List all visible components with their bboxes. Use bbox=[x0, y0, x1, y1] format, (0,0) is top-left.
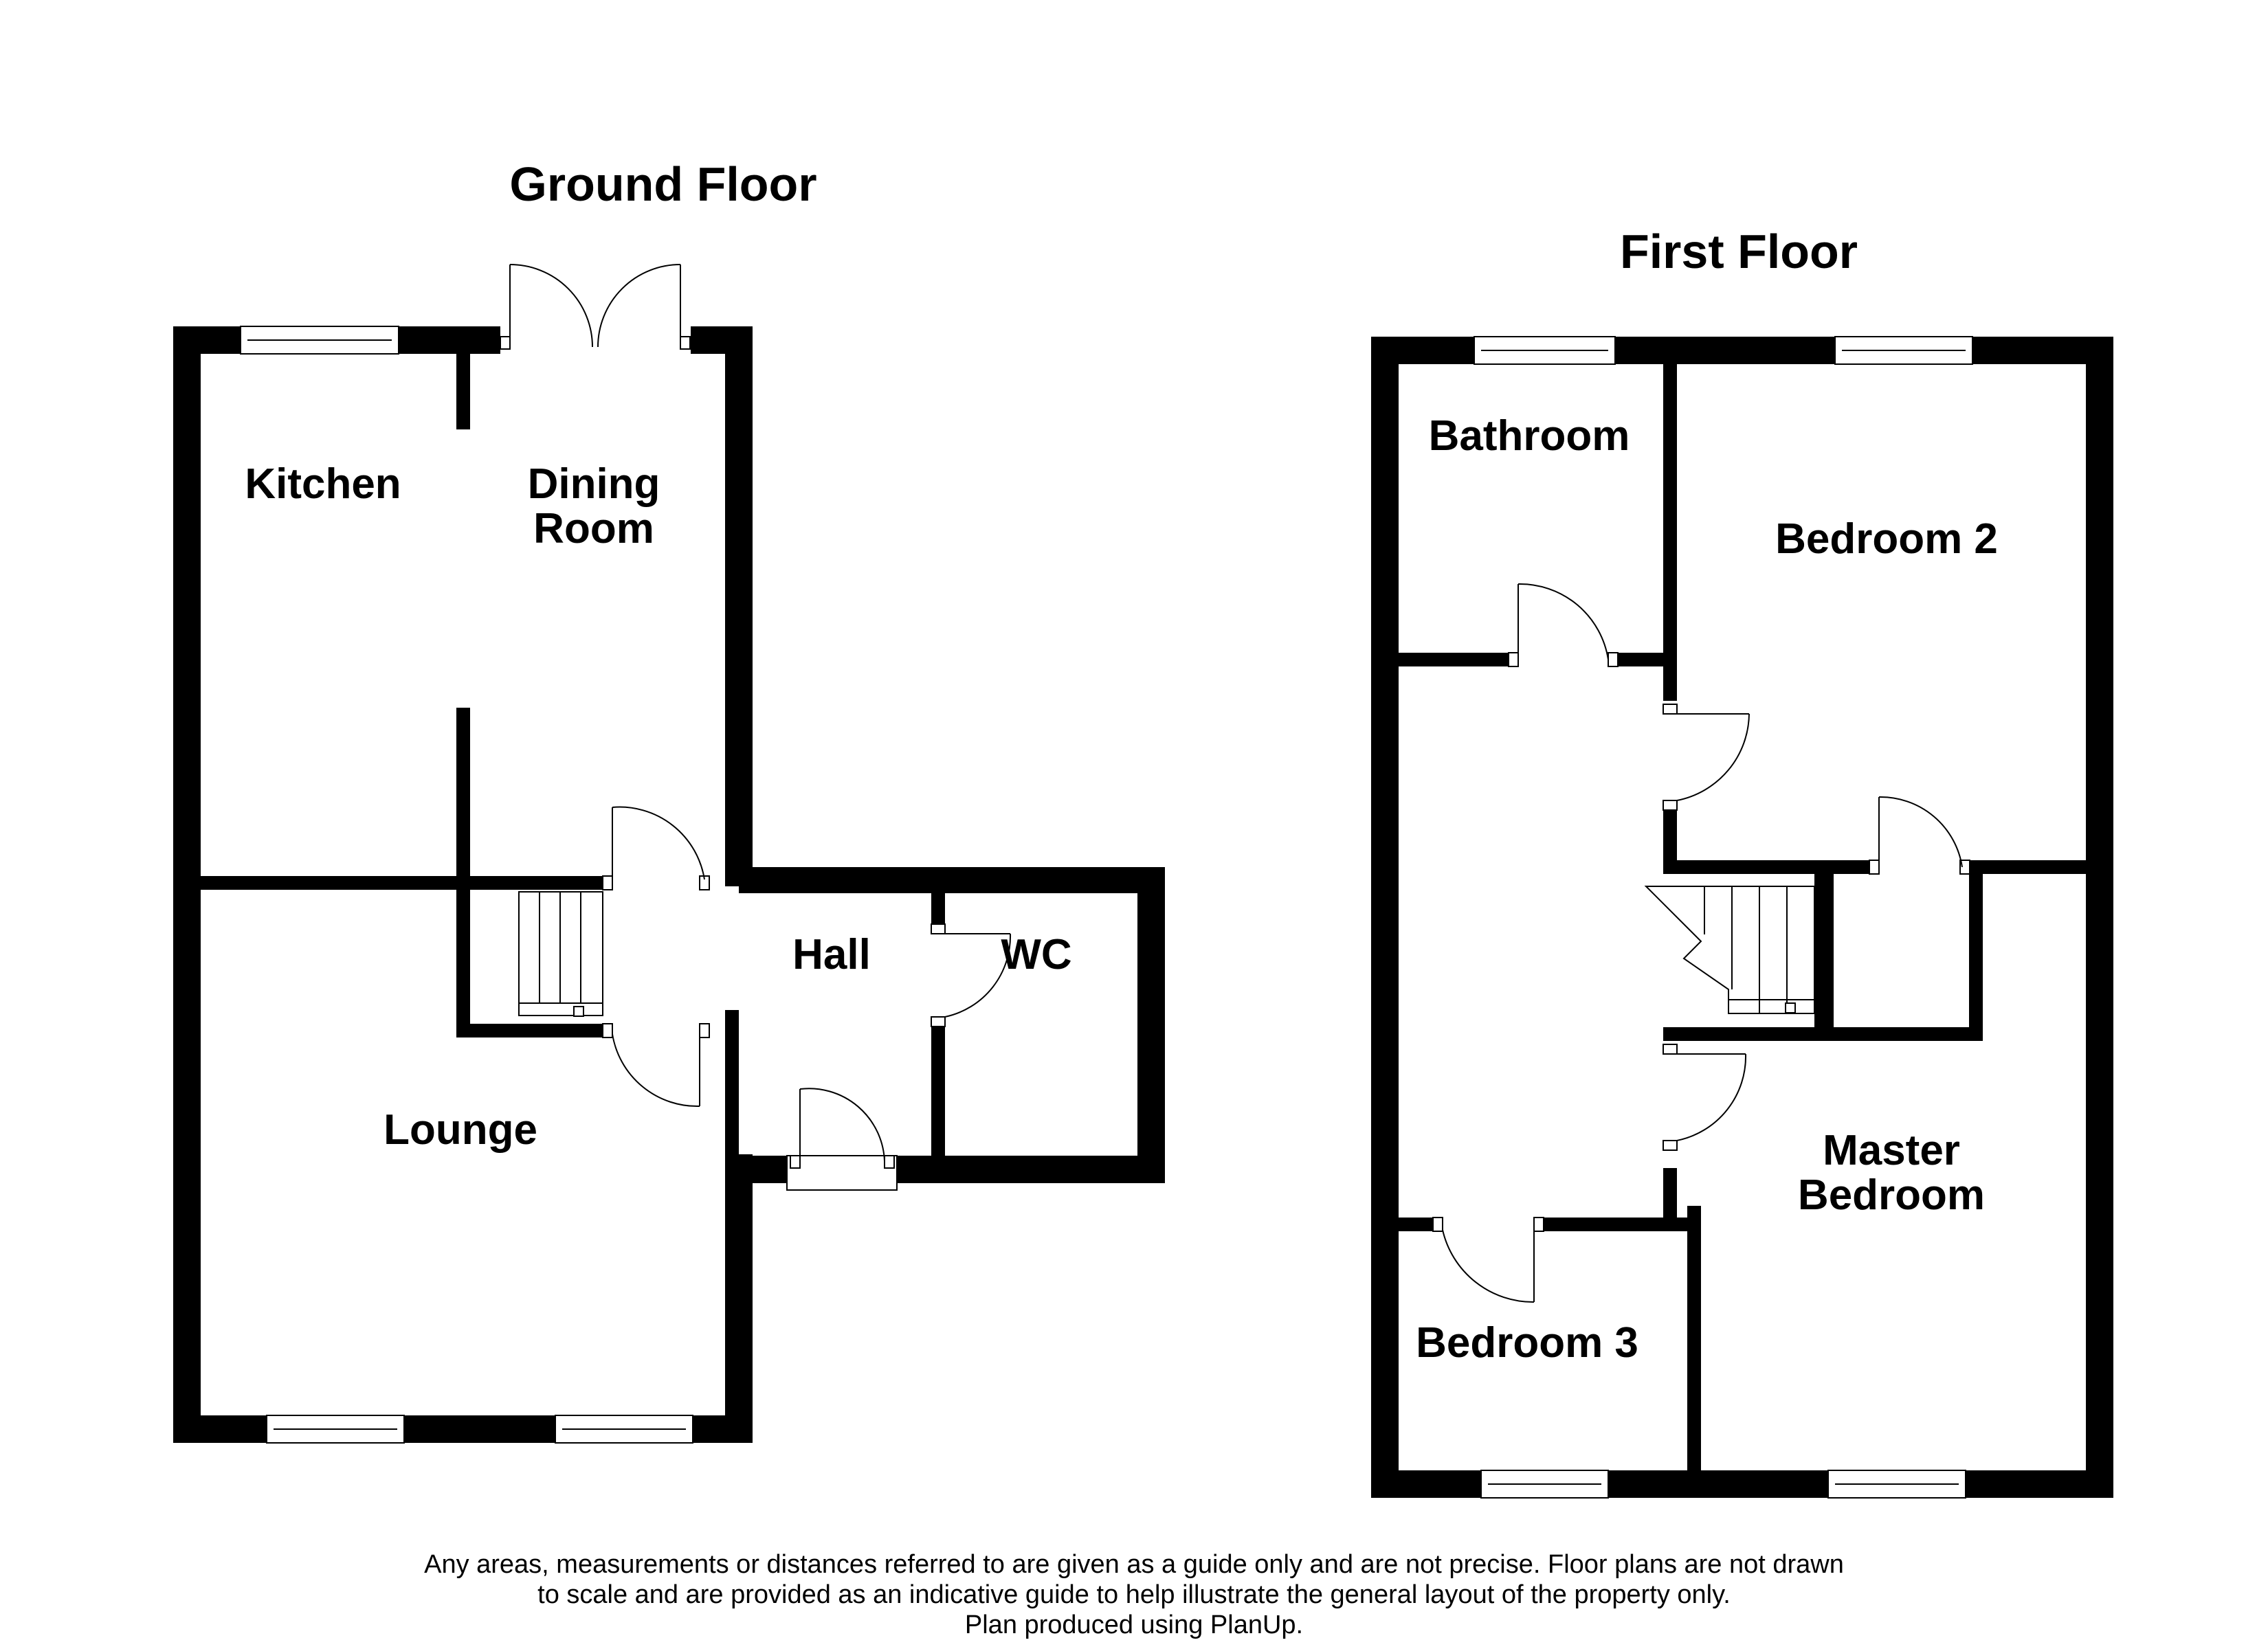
ground-wall-hall-bottom-left bbox=[739, 1156, 787, 1183]
room-label-bedroom2: Bedroom 2 bbox=[1775, 515, 1998, 563]
first-wall-bath-bottom-left bbox=[1399, 653, 1509, 666]
disclaimer-line-3: Plan produced using PlanUp. bbox=[964, 1611, 1304, 1639]
disclaimer-line-1: Any areas, measurements or distances ref… bbox=[424, 1550, 1844, 1579]
disclaimer-line-2: to scale and are provided as an indicati… bbox=[537, 1580, 1731, 1609]
ground-wall-hall-top bbox=[739, 867, 1165, 893]
ground-floor-plan: Ground Floor bbox=[173, 157, 1165, 1444]
ground-wall-right-upper bbox=[725, 326, 753, 869]
bedroom3-door bbox=[1432, 1217, 1544, 1303]
first-staircase bbox=[1644, 886, 1815, 1014]
bedroom2-door bbox=[1663, 704, 1750, 811]
first-wall-bed2-bottom-left bbox=[1663, 860, 1869, 874]
room-label-bathroom: Bathroom bbox=[1429, 412, 1630, 460]
dining-french-doors bbox=[500, 264, 691, 350]
first-floor-title: First Floor bbox=[1620, 225, 1858, 278]
room-label-hall: Hall bbox=[792, 931, 871, 978]
ground-floor-title: Ground Floor bbox=[509, 157, 816, 211]
ground-staircase bbox=[518, 891, 603, 1017]
room-label-master-line2: Bedroom bbox=[1798, 1171, 1985, 1219]
cupboard-door bbox=[1869, 796, 1970, 875]
room-label-lounge: Lounge bbox=[383, 1106, 537, 1154]
first-wall-master-landing bbox=[1663, 1168, 1677, 1230]
front-door bbox=[786, 1088, 898, 1191]
ground-wall-wc-lower bbox=[931, 1027, 945, 1168]
first-wall-master-bed3 bbox=[1687, 1206, 1701, 1470]
ground-wall-wc-right bbox=[1137, 867, 1165, 1183]
disclaimer: Any areas, measurements or distances ref… bbox=[206, 1549, 2062, 1640]
ground-wall-kitchen-dining-upper bbox=[456, 354, 470, 429]
hall-dining-door bbox=[602, 806, 710, 890]
lounge-door bbox=[602, 1023, 710, 1108]
ground-wall-kitchen-dining-lower bbox=[456, 708, 470, 1037]
first-wall-cupboard-right bbox=[1969, 860, 1983, 1039]
master-bedroom-door bbox=[1663, 1044, 1747, 1151]
first-wall-bed3-top-left bbox=[1399, 1218, 1433, 1231]
first-wall-left bbox=[1371, 337, 1399, 1498]
first-wall-bed2-bottom-right bbox=[1969, 860, 2100, 874]
room-label-bedroom3: Bedroom 3 bbox=[1416, 1319, 1638, 1367]
first-wall-bed2-landing bbox=[1663, 811, 1677, 873]
first-wall-bath-bottom-right bbox=[1619, 653, 1677, 666]
first-wall-bed3-top-right bbox=[1543, 1218, 1701, 1231]
room-label-kitchen: Kitchen bbox=[245, 460, 401, 508]
ground-wall-left bbox=[173, 326, 201, 1443]
first-wall-cupboard-bottom bbox=[1663, 1027, 1983, 1041]
ground-wall-hall-lounge-upper bbox=[725, 849, 739, 886]
bathroom-door bbox=[1508, 583, 1619, 667]
room-label-master-line1: Master bbox=[1823, 1127, 1960, 1174]
first-floor-plan: First Floor bbox=[1371, 225, 2113, 1499]
room-label-dining-line2: Room bbox=[533, 505, 654, 552]
room-label-dining-line1: Dining bbox=[528, 460, 660, 508]
room-label-wc: WC bbox=[1001, 931, 1071, 978]
wc-door bbox=[931, 923, 1012, 1027]
ground-wall-right-lower bbox=[725, 1154, 753, 1443]
ground-wall-wc-upper bbox=[931, 890, 945, 934]
first-wall-bath-bed2 bbox=[1663, 364, 1677, 701]
ground-wall-stair-bottom bbox=[456, 1024, 603, 1037]
ground-wall-hall-lounge-lower bbox=[725, 1010, 739, 1175]
first-wall-stair-right bbox=[1814, 860, 1834, 1039]
ground-wall-kitchen-lounge bbox=[201, 876, 603, 890]
first-wall-right bbox=[2086, 337, 2113, 1498]
